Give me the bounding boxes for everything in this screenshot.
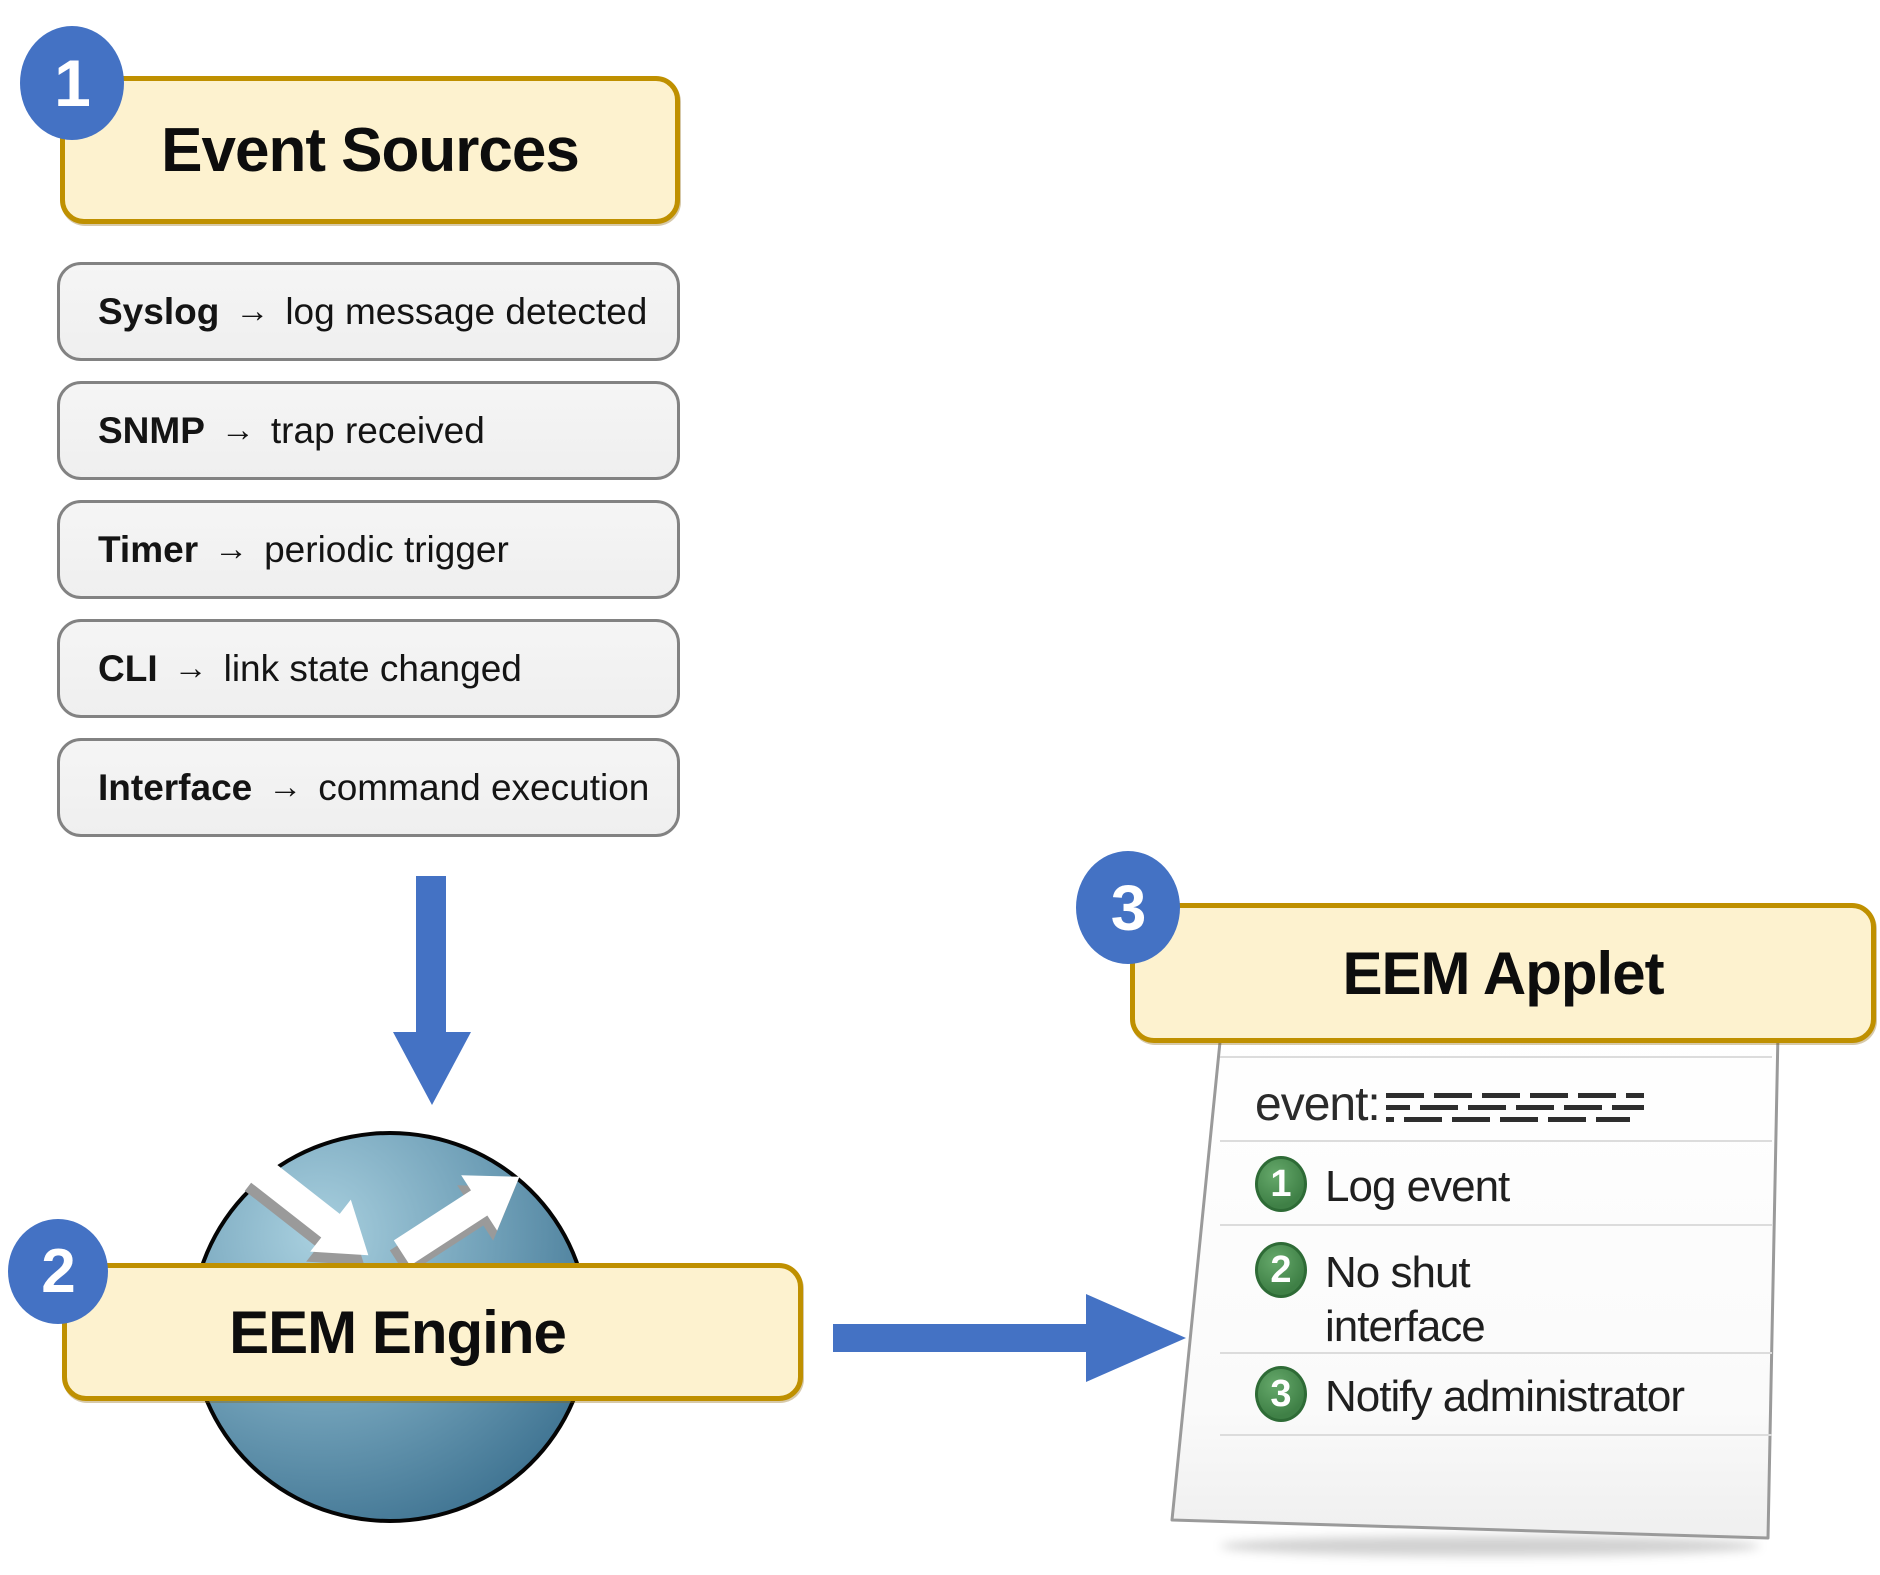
applet-action-log-event: 1 Log event — [1255, 1156, 1510, 1214]
action-2-badge: 2 — [1255, 1242, 1307, 1298]
right-arrow-icon: → — [220, 411, 255, 449]
redacted-event-lines-icon — [1385, 1092, 1644, 1122]
source-label: SNMP — [98, 409, 205, 451]
paper-divider — [1220, 1056, 1772, 1058]
source-item-timer: Timer → periodic trigger — [57, 500, 680, 599]
source-label: Timer — [98, 528, 199, 570]
eem-applet-title: EEM Applet — [1342, 939, 1664, 1007]
right-flow-arrow-icon — [833, 1324, 1087, 1352]
applet-event-row: event: — [1255, 1074, 1644, 1134]
paper-divider — [1220, 1140, 1772, 1142]
right-arrow-icon: → — [268, 768, 303, 806]
eem-engine-title: EEM Engine — [229, 1298, 567, 1366]
source-desc: periodic trigger — [264, 528, 509, 570]
step-3-number: 3 — [1110, 871, 1147, 944]
source-desc: command execution — [318, 766, 650, 808]
source-item-interface: Interface → command execution — [57, 738, 680, 837]
action-3-badge: 3 — [1255, 1366, 1307, 1422]
source-item-syslog: Syslog → log message detected — [57, 262, 680, 361]
step-3-badge: 3 — [1076, 851, 1180, 964]
source-item-cli: CLI → link state changed — [57, 619, 680, 718]
event-sources-title: Event Sources — [161, 115, 580, 185]
down-arrow-icon — [416, 876, 446, 1034]
source-desc: log message detected — [285, 290, 648, 332]
applet-action-no-shut: 2 No shut interface — [1255, 1242, 1575, 1354]
eem-applet-title-box: EEM Applet — [1130, 903, 1876, 1043]
engine-arrow-out-icon — [389, 1175, 520, 1276]
right-arrow-icon: → — [173, 649, 208, 687]
step-2-badge: 2 — [8, 1219, 108, 1324]
paper-divider — [1220, 1352, 1772, 1354]
source-item-snmp: SNMP → trap received — [57, 381, 680, 480]
eem-engine-title-box: EEM Engine — [62, 1263, 803, 1401]
action-text: Notify administrator — [1325, 1372, 1685, 1421]
applet-action-notify: 3 Notify administrator — [1255, 1366, 1685, 1424]
down-arrow-head-icon — [393, 1032, 471, 1105]
paper-divider — [1220, 1434, 1772, 1436]
engine-arrow-in-icon — [244, 1157, 369, 1266]
source-label: Interface — [98, 766, 253, 808]
source-desc: link state changed — [223, 647, 522, 689]
right-arrow-icon: → — [235, 292, 270, 330]
right-arrow-icon: → — [214, 530, 249, 568]
router-arrows-icon — [244, 1157, 520, 1276]
action-1-badge: 1 — [1255, 1156, 1307, 1212]
event-label: event: — [1255, 1077, 1381, 1131]
event-sources-title-box: Event Sources — [60, 76, 680, 224]
step-1-number: 1 — [54, 46, 91, 120]
paper-divider — [1220, 1224, 1772, 1226]
source-desc: trap received — [270, 409, 485, 451]
action-text: Log event — [1325, 1162, 1510, 1211]
step-2-number: 2 — [41, 1237, 75, 1306]
source-label: Syslog — [98, 290, 220, 332]
right-flow-arrow-head-icon — [1086, 1294, 1186, 1382]
step-1-badge: 1 — [20, 26, 124, 140]
source-label: CLI — [98, 647, 158, 689]
applet-paper: event: 1 Log event 2 No shut interface 3… — [1160, 1012, 1800, 1572]
action-text: No shut interface — [1325, 1248, 1486, 1351]
